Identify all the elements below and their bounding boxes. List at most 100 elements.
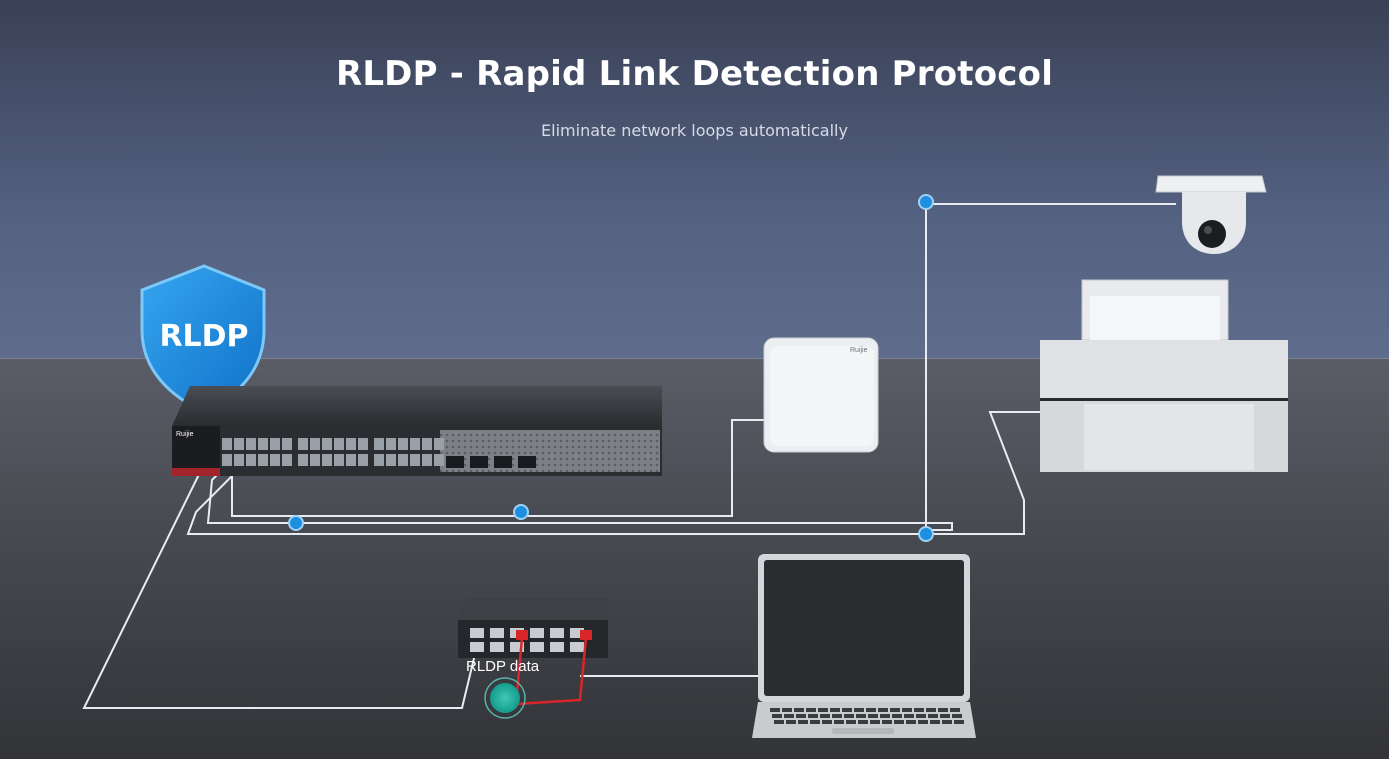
ethernet-port	[570, 642, 584, 652]
link-small-switch	[82, 451, 477, 709]
switch-ports	[222, 438, 444, 466]
sfp-port	[518, 456, 536, 468]
laptop-key	[866, 708, 876, 712]
laptop-key	[854, 708, 864, 712]
rldp-data-label: RLDP data	[466, 658, 540, 675]
laptop-keyboard	[770, 708, 964, 724]
rack-switch-icon: Ruijie	[172, 386, 662, 476]
ethernet-port	[490, 628, 504, 638]
switch-sfp-ports	[446, 456, 536, 468]
laptop-key	[858, 720, 868, 724]
laptop-key	[822, 720, 832, 724]
badge-label: RLDP	[159, 319, 248, 354]
ethernet-port	[270, 438, 280, 450]
laptop-key	[954, 720, 964, 724]
ethernet-port	[374, 454, 384, 466]
laptop-key	[870, 720, 880, 724]
printer-icon	[1040, 279, 1288, 472]
laptop-key	[880, 714, 890, 718]
sfp-port	[494, 456, 512, 468]
ethernet-port	[346, 454, 356, 466]
connection-lines	[82, 203, 1176, 709]
access-point-icon: Ruijie	[763, 337, 879, 453]
laptop-key	[940, 714, 950, 718]
ethernet-port	[550, 628, 564, 638]
laptop-key	[770, 708, 780, 712]
laptop-key	[892, 714, 902, 718]
laptop-key	[906, 720, 916, 724]
ethernet-port	[510, 642, 524, 652]
laptop-key	[810, 720, 820, 724]
ethernet-port	[258, 438, 268, 450]
laptop-key	[830, 708, 840, 712]
ethernet-port	[358, 454, 368, 466]
ethernet-port	[434, 438, 444, 450]
link-printer	[186, 411, 1040, 535]
ethernet-port	[422, 454, 432, 466]
laptop-key	[794, 708, 804, 712]
switch-brand: Ruijie	[176, 431, 194, 438]
ethernet-port	[310, 438, 320, 450]
laptop-key	[938, 708, 948, 712]
laptop-key	[784, 714, 794, 718]
link-node	[513, 504, 529, 520]
ethernet-port	[346, 438, 356, 450]
laptop-icon	[752, 554, 976, 738]
ethernet-port	[334, 438, 344, 450]
ethernet-port	[386, 454, 396, 466]
ethernet-port	[410, 454, 420, 466]
laptop-key	[834, 720, 844, 724]
ethernet-port	[222, 438, 232, 450]
laptop-key	[904, 714, 914, 718]
laptop-key	[918, 720, 928, 724]
laptop-key	[844, 714, 854, 718]
ethernet-port	[570, 628, 584, 638]
sfp-port	[446, 456, 464, 468]
laptop-key	[832, 714, 842, 718]
ethernet-port	[334, 454, 344, 466]
laptop-key	[786, 720, 796, 724]
ethernet-port	[410, 438, 420, 450]
ethernet-port	[310, 454, 320, 466]
rldp-loop	[514, 630, 592, 706]
sfp-port	[470, 456, 488, 468]
ethernet-port	[222, 454, 232, 466]
ethernet-port	[258, 454, 268, 466]
ethernet-port	[298, 454, 308, 466]
ethernet-port	[270, 454, 280, 466]
ethernet-port	[422, 438, 432, 450]
ethernet-port	[470, 628, 484, 638]
ethernet-port	[398, 438, 408, 450]
link-nodes	[288, 194, 934, 542]
laptop-key	[774, 720, 784, 724]
loop-path	[514, 637, 588, 706]
laptop-key	[772, 714, 782, 718]
page-subtitle: Eliminate network loops automatically	[541, 121, 848, 140]
link-node	[918, 526, 934, 542]
page-title: RLDP - Rapid Link Detection Protocol	[335, 54, 1054, 94]
ethernet-port	[234, 438, 244, 450]
ethernet-port	[490, 642, 504, 652]
laptop-key	[782, 708, 792, 712]
ethernet-port	[470, 642, 484, 652]
laptop-key	[930, 720, 940, 724]
ethernet-port	[398, 454, 408, 466]
laptop-key	[952, 714, 962, 718]
ethernet-port	[246, 454, 256, 466]
laptop-key	[926, 708, 936, 712]
link-camera	[206, 203, 1176, 531]
laptop-key	[856, 714, 866, 718]
laptop-key	[950, 708, 960, 712]
ethernet-port	[386, 438, 396, 450]
ethernet-port	[374, 438, 384, 450]
ap-brand: Ruijie	[850, 347, 868, 354]
laptop-key	[846, 720, 856, 724]
laptop-key	[842, 708, 852, 712]
dome-camera-icon	[1155, 175, 1267, 254]
laptop-key	[882, 720, 892, 724]
ethernet-port	[530, 642, 544, 652]
laptop-key	[820, 714, 830, 718]
ethernet-port	[550, 642, 564, 652]
